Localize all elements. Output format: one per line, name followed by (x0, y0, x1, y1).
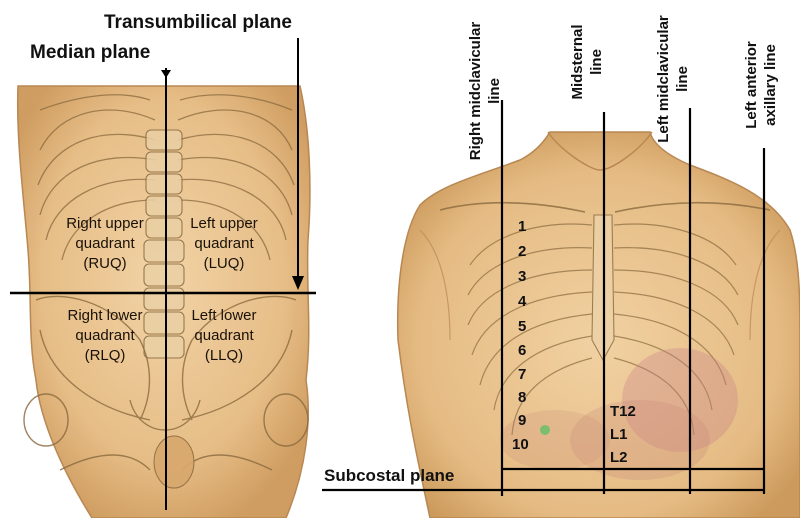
ruq-label: Right upper quadrant (RUQ) (50, 214, 160, 274)
ruq-line-1: Right upper (66, 215, 144, 232)
llq-line-2: quadrant (194, 327, 254, 344)
transumbilical-plane-label: Transumbilical plane (104, 12, 292, 33)
llq-line-3: (LLQ) (204, 347, 244, 364)
left-torso-illustration (16, 85, 311, 518)
midsternal-label: Midsternal line (568, 12, 606, 112)
luq-line-2: quadrant (194, 235, 254, 252)
rib-number: 5 (518, 318, 527, 335)
transumbilical-arrowhead (292, 276, 304, 290)
right-midclavicular-label-line-2: line (486, 78, 503, 104)
right-plane-lines (322, 100, 766, 496)
ruq-line-3: (RUQ) (83, 255, 127, 272)
rlq-label: Right lower quadrant (RLQ) (50, 306, 160, 366)
rlq-line-2: quadrant (75, 327, 135, 344)
left-midclavicular-label-line-1: Left midclavicular (655, 15, 672, 143)
ruq-line-2: quadrant (75, 235, 135, 252)
left-midclavicular-label-line-2: line (674, 66, 691, 92)
left-anterior-axillary-label-line-1: Left anterior (743, 41, 760, 129)
vertebra-label: T12 (610, 403, 636, 420)
rlq-line-3: (RLQ) (84, 347, 126, 364)
left-anterior-axillary-label: Left anterior axillary line (742, 26, 780, 144)
llq-label: Left lower quadrant (LLQ) (174, 306, 274, 366)
median-arrowhead (161, 70, 171, 78)
vertebra-label: L1 (610, 426, 628, 443)
rib-number: 6 (518, 342, 527, 359)
subcostal-plane-label: Subcostal plane (324, 466, 455, 485)
right-midclavicular-label: Right midclavicular line (466, 6, 504, 176)
vertebra-label: L2 (610, 449, 628, 466)
midsternal-label-line-1: Midsternal (569, 24, 586, 100)
rib-number: 7 (518, 366, 527, 383)
left-anterior-axillary-label-line-2: axillary line (762, 44, 779, 126)
luq-line-3: (LUQ) (203, 255, 245, 272)
median-plane-label: Median plane (30, 42, 151, 63)
rib-number: 2 (518, 243, 527, 260)
left-plane-lines (10, 38, 316, 510)
luq-label: Left upper quadrant (LUQ) (174, 214, 274, 274)
luq-line-1: Left upper (190, 215, 258, 232)
rib-number: 3 (518, 268, 527, 285)
rib-number: 10 (512, 436, 529, 453)
left-midclavicular-label: Left midclavicular line (654, 4, 692, 154)
rib-number: 8 (518, 389, 527, 406)
rib-number: 1 (518, 218, 527, 235)
right-torso-illustration (396, 131, 800, 518)
midsternal-label-line-2: line (588, 49, 605, 75)
rib-number: 9 (518, 412, 527, 429)
llq-line-1: Left lower (191, 307, 257, 324)
right-midclavicular-label-line-1: Right midclavicular (467, 21, 484, 161)
rlq-line-1: Right lower (67, 307, 143, 324)
rib-number: 4 (518, 293, 527, 310)
